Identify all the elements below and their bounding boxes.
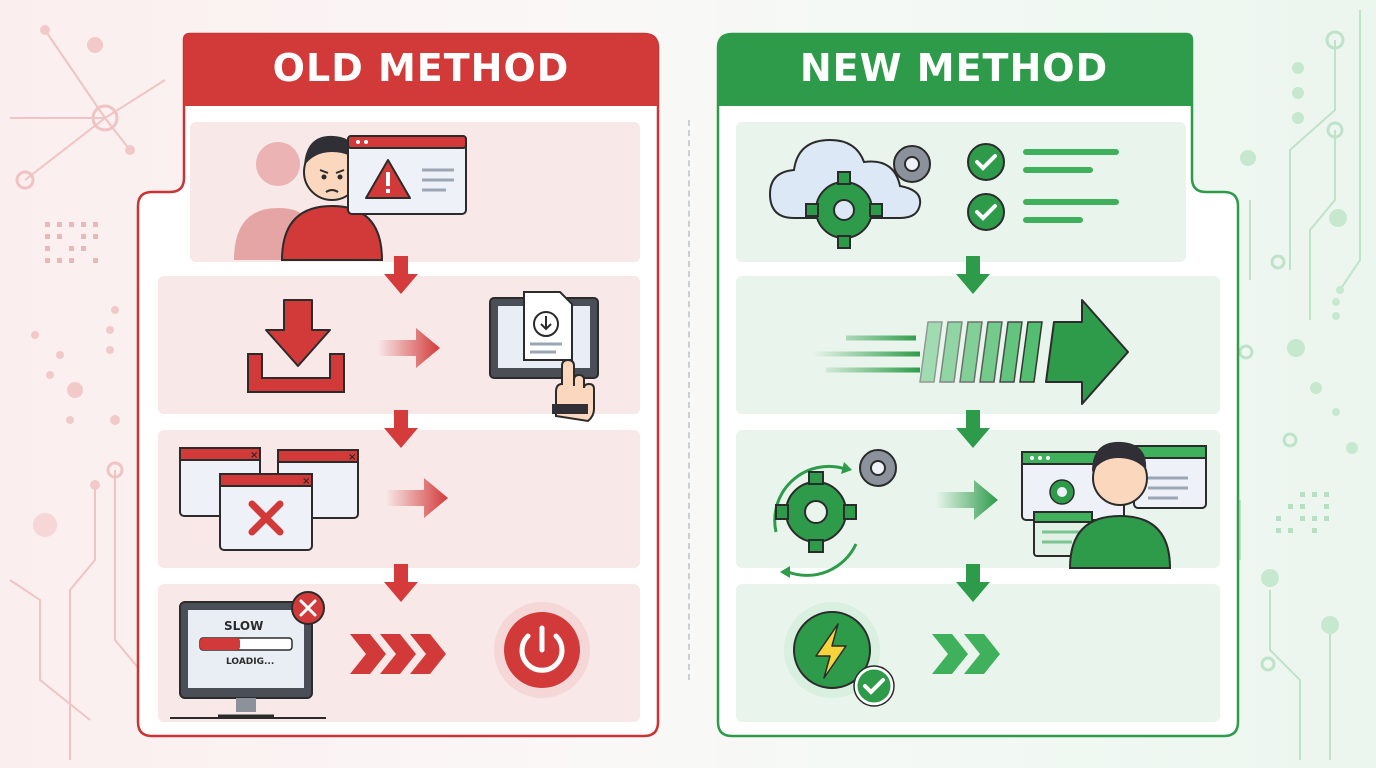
- right-arrow-icon: [378, 328, 440, 368]
- svg-text:×: ×: [302, 476, 310, 487]
- old-method-panel: OLD METHOD: [136, 32, 660, 738]
- slow-monitor-icon: SLOW LOADIG...: [170, 591, 326, 719]
- down-arrow-icon: [956, 256, 990, 602]
- slow-label: SLOW: [224, 619, 263, 633]
- happy-user-icon: [1021, 441, 1207, 569]
- warning-window-icon: [347, 135, 467, 215]
- down-arrow-icon: [384, 256, 418, 602]
- right-arrow-icon: [386, 478, 448, 518]
- frustrated-user-icon: [234, 135, 384, 261]
- old-method-illustrations: × × × SLOW LOADIG...: [170, 135, 599, 719]
- error-windows-icon: × × ×: [179, 447, 359, 551]
- center-divider: [688, 120, 690, 680]
- new-method-title: NEW METHOD: [799, 46, 1109, 90]
- right-arrow-icon: [936, 480, 998, 520]
- chevron-arrows-icon: [932, 634, 1000, 674]
- new-method-illustrations: [768, 138, 1207, 707]
- new-method-panel: NEW METHOD: [716, 32, 1240, 738]
- checklist-icon: [967, 143, 1119, 231]
- auto-gears-icon: [773, 449, 897, 578]
- svg-text:×: ×: [348, 452, 356, 463]
- chevron-arrows-icon: [350, 634, 446, 674]
- svg-text:×: ×: [250, 450, 258, 461]
- power-icon: [494, 602, 590, 698]
- fast-arrow-icon: [812, 299, 1129, 405]
- loading-label: LOADIG...: [226, 657, 274, 667]
- lightning-check-icon: [784, 602, 895, 707]
- cloud-gears-icon: [768, 138, 931, 249]
- manual-install-icon: [489, 291, 599, 423]
- download-icon: [247, 299, 345, 393]
- old-method-title: OLD METHOD: [272, 46, 570, 90]
